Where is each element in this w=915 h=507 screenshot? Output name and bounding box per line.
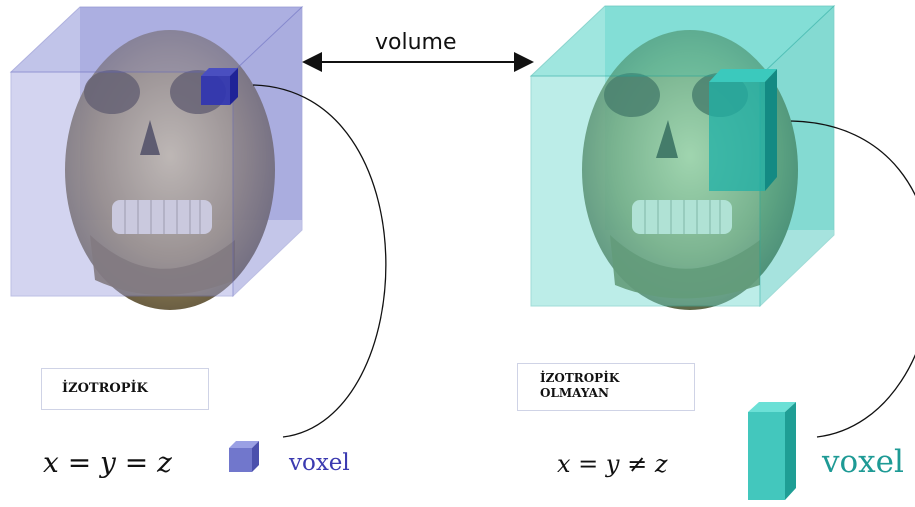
isotropic-voxel-label: voxel xyxy=(289,450,350,476)
volume-label: volume xyxy=(375,30,457,55)
anisotropic-voxel-icon xyxy=(748,402,796,500)
anisotropic-volume-cube xyxy=(531,6,834,310)
anisotropic-voxel-label: voxel xyxy=(822,444,904,480)
anisotropic-label-box: İZOTROPİK OLMAYAN xyxy=(517,363,695,411)
anisotropic-label-line2: OLMAYAN xyxy=(540,386,609,400)
anisotropic-voxel-in-volume xyxy=(709,69,777,191)
anisotropic-equation: x = y ≠ z xyxy=(557,450,667,478)
anisotropic-label-line1: İZOTROPİK xyxy=(540,371,619,385)
isotropic-voxel-icon xyxy=(229,441,259,472)
isotropic-label-box: İZOTROPİK xyxy=(41,368,209,410)
isotropic-voxel-in-volume xyxy=(201,68,238,105)
isotropic-equation: x = y = z xyxy=(43,446,172,479)
isotropic-volume-cube xyxy=(11,7,302,310)
isotropic-label: İZOTROPİK xyxy=(62,381,148,396)
